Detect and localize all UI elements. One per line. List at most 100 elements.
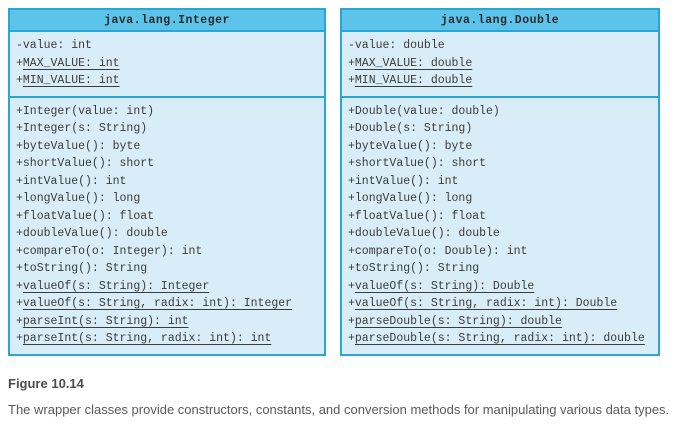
uml-member-visibility: + xyxy=(16,332,23,345)
uml-member: +MAX_VALUE: double xyxy=(348,55,654,73)
uml-member: +doubleValue(): double xyxy=(16,225,320,243)
figure-caption-text: The wrapper classes provide constructors… xyxy=(8,402,670,417)
uml-member: +Double(s: String) xyxy=(348,120,654,138)
uml-class-integer: java.lang.Integer -value: int+MAX_VALUE:… xyxy=(8,8,326,356)
uml-member-visibility: + xyxy=(16,174,23,188)
uml-member-text: valueOf(s: String): Integer xyxy=(22,279,210,293)
uml-member: +toString(): String xyxy=(348,260,654,278)
uml-member: +compareTo(o: Double): int xyxy=(348,243,654,261)
uml-member: +longValue(): long xyxy=(16,190,320,208)
uml-member-text: valueOf(s: String): Double xyxy=(354,279,535,293)
uml-member-text: longValue(): long xyxy=(354,192,473,205)
uml-member-text: parseInt(s: String, radix: int): int xyxy=(22,332,272,345)
uml-member-visibility: + xyxy=(348,122,355,135)
uml-member: +shortValue(): short xyxy=(16,155,320,173)
uml-member-visibility: + xyxy=(348,332,355,345)
uml-member: +parseDouble(s: String, radix: int): dou… xyxy=(348,330,654,348)
uml-member: +valueOf(s: String, radix: int): Integer xyxy=(16,295,320,313)
uml-member-visibility: - xyxy=(348,39,355,52)
uml-member-visibility: + xyxy=(348,74,355,87)
uml-member-text: MIN_VALUE: int xyxy=(22,74,120,87)
uml-member-visibility: + xyxy=(16,104,23,118)
uml-member-text: MAX_VALUE: double xyxy=(354,56,473,70)
uml-member-visibility: + xyxy=(348,227,355,240)
uml-class-double-methods: +Double(value: double)+Double(s: String)… xyxy=(342,98,658,354)
uml-member-visibility: - xyxy=(16,39,23,52)
uml-member-visibility: + xyxy=(348,139,355,153)
uml-member-visibility: + xyxy=(16,314,23,328)
uml-member: +intValue(): int xyxy=(348,173,654,191)
uml-member-text: floatValue(): float xyxy=(354,209,487,223)
uml-class-integer-title: java.lang.Integer xyxy=(10,10,324,32)
uml-member-text: valueOf(s: String, radix: int): Double xyxy=(354,297,618,310)
uml-member-visibility: + xyxy=(16,227,23,240)
uml-member-visibility: + xyxy=(348,209,355,223)
figure-caption-label: Figure 10.14 xyxy=(8,376,84,391)
uml-member: +doubleValue(): double xyxy=(348,225,654,243)
uml-member-text: Double(s: String) xyxy=(354,122,473,135)
uml-member-visibility: + xyxy=(16,262,23,275)
uml-member-text: floatValue(): float xyxy=(22,209,155,223)
uml-member-text: Integer(value: int) xyxy=(22,104,155,118)
uml-member-visibility: + xyxy=(16,157,23,170)
uml-member: -value: int xyxy=(16,37,320,55)
uml-member-visibility: + xyxy=(348,279,355,293)
uml-member-text: parseDouble(s: String, radix: int): doub… xyxy=(354,332,645,345)
uml-member: +Integer(value: int) xyxy=(16,103,320,121)
uml-member: +floatValue(): float xyxy=(348,208,654,226)
uml-member: +byteValue(): byte xyxy=(348,138,654,156)
uml-member-visibility: + xyxy=(348,56,355,70)
uml-member-visibility: + xyxy=(16,209,23,223)
uml-member-text: compareTo(o: Integer): int xyxy=(22,244,203,258)
uml-member: +Integer(s: String) xyxy=(16,120,320,138)
uml-member: +parseInt(s: String): int xyxy=(16,313,320,331)
uml-member: +valueOf(s: String): Integer xyxy=(16,278,320,296)
uml-member-text: Integer(s: String) xyxy=(22,122,148,135)
uml-member-visibility: + xyxy=(348,104,355,118)
uml-member-text: toString(): String xyxy=(354,262,480,275)
uml-member: +compareTo(o: Integer): int xyxy=(16,243,320,261)
uml-member: +byteValue(): byte xyxy=(16,138,320,156)
uml-member-visibility: + xyxy=(16,122,23,135)
uml-member-text: value: int xyxy=(22,39,92,52)
uml-member: -value: double xyxy=(348,37,654,55)
uml-member: +MIN_VALUE: double xyxy=(348,72,654,90)
uml-member-visibility: + xyxy=(16,56,23,70)
uml-member-text: MIN_VALUE: double xyxy=(354,74,473,87)
uml-member-visibility: + xyxy=(348,262,355,275)
uml-member-text: compareTo(o: Double): int xyxy=(354,244,528,258)
uml-member-text: byteValue(): byte xyxy=(354,139,473,153)
figure-caption: Figure 10.14 The wrapper classes provide… xyxy=(8,376,692,420)
uml-member-text: doubleValue(): double xyxy=(354,227,500,240)
uml-member: +parseInt(s: String, radix: int): int xyxy=(16,330,320,348)
uml-member-text: intValue(): int xyxy=(354,174,459,188)
uml-member-visibility: + xyxy=(348,297,355,310)
uml-member-text: value: double xyxy=(354,39,445,52)
uml-member: +intValue(): int xyxy=(16,173,320,191)
uml-member-visibility: + xyxy=(348,244,355,258)
uml-member-visibility: + xyxy=(348,314,355,328)
uml-member-text: longValue(): long xyxy=(22,192,141,205)
uml-member-visibility: + xyxy=(16,297,23,310)
uml-class-double-title: java.lang.Double xyxy=(342,10,658,32)
uml-member: +valueOf(s: String, radix: int): Double xyxy=(348,295,654,313)
uml-member: +MAX_VALUE: int xyxy=(16,55,320,73)
uml-member: +valueOf(s: String): Double xyxy=(348,278,654,296)
uml-member-text: Double(value: double) xyxy=(354,104,500,118)
uml-diagram: java.lang.Integer -value: int+MAX_VALUE:… xyxy=(8,8,660,356)
uml-member: +MIN_VALUE: int xyxy=(16,72,320,90)
uml-member-text: doubleValue(): double xyxy=(22,227,168,240)
uml-member-text: shortValue(): short xyxy=(22,157,155,170)
uml-member-visibility: + xyxy=(16,279,23,293)
uml-member: +parseDouble(s: String): double xyxy=(348,313,654,331)
uml-class-double-attributes: -value: double+MAX_VALUE: double+MIN_VAL… xyxy=(342,32,658,98)
uml-member-text: byteValue(): byte xyxy=(22,139,141,153)
uml-member: +toString(): String xyxy=(16,260,320,278)
uml-member-visibility: + xyxy=(348,192,355,205)
uml-member-visibility: + xyxy=(16,139,23,153)
uml-member: +floatValue(): float xyxy=(16,208,320,226)
uml-member-text: shortValue(): short xyxy=(354,157,487,170)
uml-member: +Double(value: double) xyxy=(348,103,654,121)
uml-member-text: parseInt(s: String): int xyxy=(22,314,189,328)
